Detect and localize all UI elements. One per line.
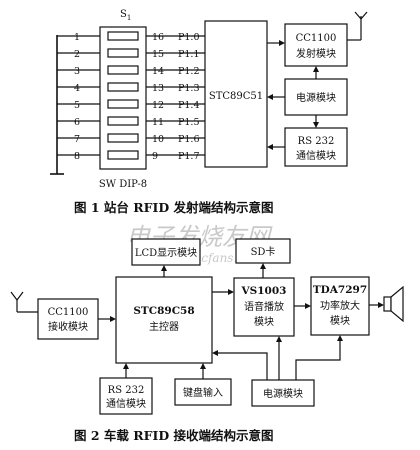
- power-module-2-label: 电源模块: [263, 387, 303, 400]
- port-p1-0: P1.0: [178, 32, 200, 43]
- left-pin-5: 5: [74, 100, 80, 111]
- mcu-stc89c51-label: STC89C51: [209, 91, 263, 102]
- amp-module: [310, 276, 370, 336]
- vs1003-line1: VS1003: [241, 285, 287, 297]
- right-pin-11: 11: [152, 117, 164, 128]
- amp-line1: TDA7297: [313, 284, 367, 296]
- left-pin-3: 3: [74, 66, 80, 77]
- antenna-1-icon: [354, 11, 368, 20]
- figure-2-connections: [98, 263, 384, 380]
- left-pin-4: 4: [74, 83, 80, 94]
- port-p1-6: P1.6: [178, 134, 200, 145]
- figure-1: S1 1 2 3 4 5 6 7 8 16 15 14 13 12 11 10 …: [50, 9, 368, 215]
- port-p1-4: P1.4: [178, 100, 200, 111]
- tx-module-line1: CC1100: [296, 33, 337, 44]
- dip-switch-toggles: [107, 31, 139, 160]
- port-p1-3: P1.3: [178, 83, 200, 94]
- figure-2-caption: 图 2 车载 RFID 接收端结构示意图: [74, 428, 274, 443]
- dip-switch-package: [99, 26, 147, 170]
- dip-toggle-4: [107, 82, 139, 92]
- right-pin-12: 12: [152, 100, 164, 111]
- mcu-stc89c58-line1: STC89C58: [133, 305, 194, 317]
- dip-left-wires: [57, 35, 100, 156]
- port-p1-5: P1.5: [178, 117, 200, 128]
- dip-right-wires: [146, 35, 205, 156]
- s1-label: S1: [120, 9, 131, 22]
- left-pin-7: 7: [74, 134, 80, 145]
- left-pin-2: 2: [74, 49, 80, 60]
- dip-toggle-1: [107, 31, 139, 41]
- right-pin-13: 13: [152, 83, 164, 94]
- vs1003-line2: 语音播放: [244, 300, 284, 313]
- figure-1-connections: [267, 40, 319, 150]
- rs232-module-2: [99, 377, 153, 415]
- vs1003-module: [233, 277, 295, 337]
- amp-line3: 模块: [330, 315, 350, 327]
- dip-toggle-5: [107, 99, 139, 109]
- speaker-icon: [383, 285, 404, 323]
- lcd-module-label: LCD显示模块: [135, 247, 197, 259]
- left-pin-8: 8: [74, 151, 80, 162]
- right-pin-15: 15: [152, 49, 164, 60]
- dip-label: SW DIP-8: [99, 179, 147, 190]
- keypad-label: 键盘输入: [183, 386, 223, 399]
- sd-card: [235, 238, 291, 264]
- dip-toggle-8: [107, 150, 139, 160]
- rs232-module-1-line2: 通信模块: [296, 150, 336, 162]
- rx-module-line1: CC1100: [48, 307, 89, 318]
- port-p1-2: P1.2: [178, 66, 200, 77]
- lcd-module: [131, 238, 201, 266]
- power-module-1-label: 电源模块: [296, 91, 336, 104]
- port-p1-7: P1.7: [178, 151, 200, 162]
- amp-line2: 功率放大: [320, 299, 360, 312]
- dip-toggle-6: [107, 116, 139, 126]
- mcu-stc89c51: [204, 20, 268, 168]
- rs232-module-2-line1: RS 232: [108, 385, 145, 396]
- rs232-module-2-line2: 通信模块: [106, 398, 146, 410]
- dip-toggle-2: [107, 48, 139, 58]
- right-pin-9: 9: [152, 151, 158, 162]
- figure-1-caption: 图 1 站台 RFID 发射端结构示意图: [74, 200, 274, 215]
- rx-module: [37, 298, 99, 340]
- dip-toggle-3: [107, 65, 139, 75]
- right-pin-16: 16: [152, 32, 164, 43]
- power-module-2: [251, 379, 315, 407]
- right-pin-14: 14: [152, 66, 164, 77]
- mcu-stc89c58-line2: 主控器: [149, 320, 179, 333]
- sd-card-label: SD卡: [251, 245, 276, 258]
- rs232-module-1-line1: RS 232: [298, 136, 335, 147]
- keypad-module: [174, 378, 232, 406]
- antenna-2-icon: [10, 291, 24, 301]
- vs1003-line3: 模块: [254, 316, 274, 328]
- left-pin-1: 1: [74, 32, 80, 43]
- mcu-stc89c58: [115, 276, 213, 364]
- right-pin-10: 10: [152, 134, 164, 145]
- rx-module-line2: 接收模块: [48, 320, 88, 333]
- left-pin-6: 6: [74, 117, 80, 128]
- tx-module: [284, 23, 348, 67]
- port-p1-1: P1.1: [178, 49, 200, 60]
- tx-module-line2: 发射模块: [296, 47, 336, 60]
- dip-toggle-7: [107, 133, 139, 143]
- figure-2: LCD显示模块 SD卡 STC89C58 主控器 CC1100 接收模块 VS1…: [10, 238, 404, 443]
